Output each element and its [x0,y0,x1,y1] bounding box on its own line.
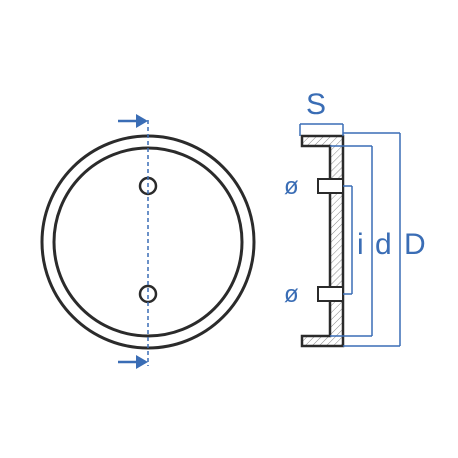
arrow-right-icon [118,114,148,128]
label-hole-top: ø [284,173,299,200]
front-view [40,114,256,369]
arrow-right-icon [118,355,148,369]
label-outer-d: D [404,228,426,261]
section-profile [300,134,345,348]
section-hole-top [317,178,344,194]
dimension-lines [299,123,401,347]
section-hole-bottom [317,286,344,302]
label-i: i [357,228,364,261]
label-d: d [375,228,392,261]
label-hole-bottom: ø [284,281,299,308]
label-s: S [306,88,326,121]
dimension-labels: S i d D ø ø [284,88,426,308]
section-view [300,134,345,348]
